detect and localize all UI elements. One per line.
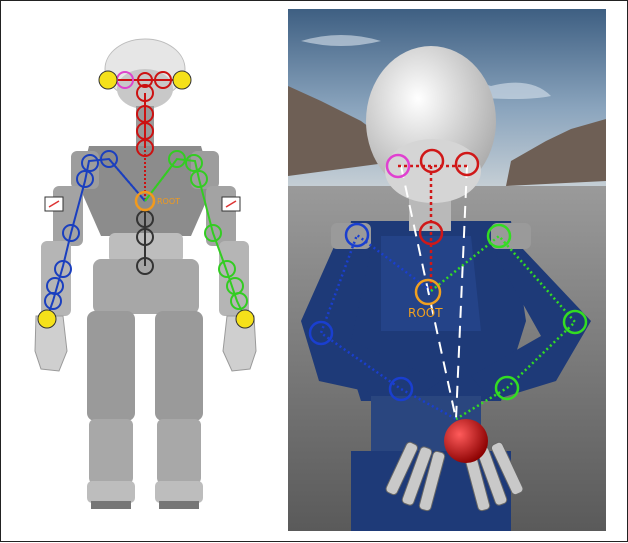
left-root-label: ROOT xyxy=(157,197,180,206)
left-robot-thigh-l xyxy=(155,311,203,421)
left-robot-foot-r xyxy=(87,481,135,503)
left-robot-sole-l xyxy=(159,501,199,509)
right-red-ball xyxy=(444,419,488,463)
left-robot-shin-l xyxy=(157,419,201,484)
left-right-hand-marker xyxy=(38,310,56,328)
left-frame-icon-left xyxy=(222,197,240,211)
left-robot-sole-r xyxy=(91,501,131,509)
left-hand-marker-head-r xyxy=(99,71,117,89)
left-robot-thigh-r xyxy=(87,311,135,421)
left-hand-marker-head-l xyxy=(173,71,191,89)
left-robot-hips xyxy=(93,259,199,314)
left-robot-shin-r xyxy=(89,419,133,484)
left-robot-foot-l xyxy=(155,481,203,503)
left-frame-icon-right xyxy=(45,197,63,211)
left-left-hand-marker xyxy=(236,310,254,328)
right-scene xyxy=(288,9,606,531)
right-root-label: ROOT xyxy=(408,306,443,320)
